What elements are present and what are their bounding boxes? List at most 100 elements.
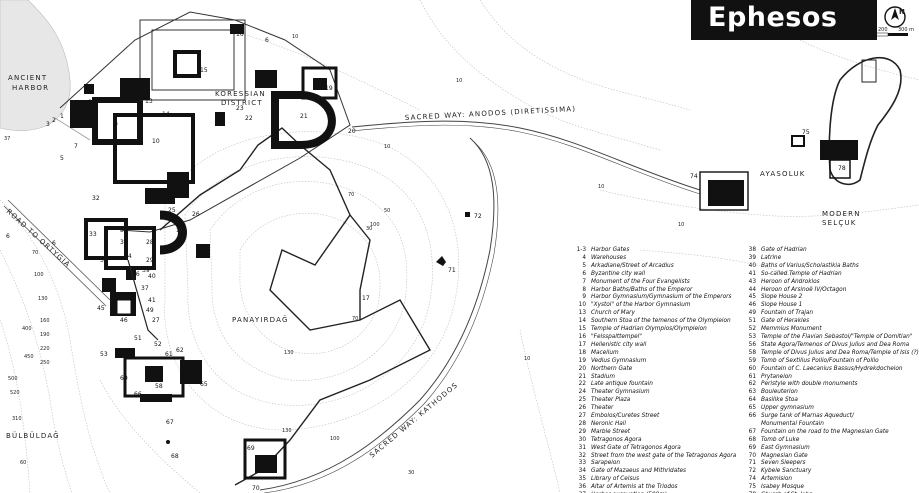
harbor-gymnasium xyxy=(70,19,246,184)
legend-item-number: 41 xyxy=(748,268,756,277)
map-number-label: 52 xyxy=(154,341,162,348)
legend-item-label: Fountain of C. Laecanius Bassus/Hydrekdo… xyxy=(761,363,903,372)
map-number-label: 22 xyxy=(245,115,253,122)
map-number-label: 64 xyxy=(186,371,194,378)
map-number-label: 46 xyxy=(120,317,128,324)
legend-item-label: Kybele Sanctuary xyxy=(761,466,812,475)
contour-elevation-label: 10 xyxy=(384,144,390,150)
legend-item-label: Harbor Gates xyxy=(591,245,630,253)
map-number-label: 63 xyxy=(186,363,194,370)
contour-elevation-label: 500 xyxy=(8,376,18,382)
map-number-label: 6 xyxy=(52,240,56,247)
legend-item-label: Southern Stoa of the temenos of the Olym… xyxy=(591,316,731,325)
scale-label-4: 300 m xyxy=(898,27,914,33)
legend-item-number: 32 xyxy=(578,450,586,459)
label-sacred-way-anodos: SACRED WAY: ANODOS (DIRETISSIMA) xyxy=(405,105,577,122)
map-number-label: 65 xyxy=(200,381,208,388)
legend-item-number: 39 xyxy=(748,252,756,261)
legend-item-number: 37 xyxy=(566,490,586,493)
legend-item-label: Church of St. John xyxy=(761,490,813,493)
scale-label-3: 200 xyxy=(878,27,888,33)
legend-item-label: Vedius Gymnasium xyxy=(591,355,647,364)
legend-item: 24 Theater Gymnasium xyxy=(566,387,736,396)
legend-item-label: Heroon of Arsinoë IV/Octagon xyxy=(761,284,847,293)
legend-item: 78 Church of St. John xyxy=(736,490,919,493)
legend-item-label: So-called Temple of Hadrian xyxy=(761,268,842,277)
legend-item-label: Slope House 2 xyxy=(761,292,803,301)
legend-item-number: 51 xyxy=(748,316,756,325)
contour-elevation-label: 100 xyxy=(330,436,340,442)
label-road-to-ortygia: ROAD TO ORTYGIA xyxy=(5,208,72,270)
map-number-label: 41 xyxy=(148,297,156,304)
harbor-channel xyxy=(54,117,91,141)
legend-item-number: 15 xyxy=(578,324,586,333)
legend-item-number: 71 xyxy=(748,458,756,467)
map-number-label: 39 xyxy=(142,267,150,274)
contour-elevation-label: 10 xyxy=(678,222,684,228)
legend-item-number: 34 xyxy=(578,466,586,475)
legend-item-label: Fountain on the road to the Magnesian Ga… xyxy=(761,426,889,435)
legend-item-label: Temple of the Flavian Sebastoi/"Temple o… xyxy=(761,331,913,340)
legend-item-label: Latrine xyxy=(761,252,782,261)
legend-item-number: 60 xyxy=(748,363,756,372)
contour-elevation-label: 310 xyxy=(12,416,22,422)
legend-item-number: 1-3 xyxy=(576,245,586,253)
hellenistic-wall xyxy=(159,127,431,486)
contour-elevation-label: 130 xyxy=(38,296,48,302)
map-number-label: 16 xyxy=(236,31,244,38)
contour-elevation-label: 100 xyxy=(34,272,44,278)
north-label: N xyxy=(899,8,905,16)
legend-item-label: Late antique fountain xyxy=(591,379,653,388)
map-number-label: 69 xyxy=(247,445,255,452)
contour-elevation-label: 10 xyxy=(598,184,604,190)
map-number-label: 67 xyxy=(166,419,174,426)
legend-item-label: Marble Street xyxy=(591,426,631,435)
contour-elevation-label: 60 xyxy=(20,460,26,466)
legend-item-number: 9 xyxy=(582,292,586,301)
contour-elevation-label: 130 xyxy=(284,350,294,356)
legend-item-number: 43 xyxy=(748,276,756,285)
map-number-label: 71 xyxy=(448,267,456,274)
legend-item-number: 72 xyxy=(748,466,756,475)
contour-elevation-label: 220 xyxy=(40,346,50,352)
legend-item-number: 29 xyxy=(578,426,586,435)
legend-item-label: Neronic Hall xyxy=(591,418,626,427)
legend-item-label: Bouleuterion xyxy=(761,387,798,396)
legend-item-number: 78 xyxy=(736,490,756,493)
map-number-label: 72 xyxy=(474,213,482,220)
map-number-label: 49 xyxy=(146,307,154,314)
legend-item-label: Theater Gymnasium xyxy=(591,387,650,396)
legend-item-number: 26 xyxy=(578,403,586,412)
contour-elevation-label: 50 xyxy=(384,208,390,214)
map-number-label: 36 xyxy=(132,271,140,278)
legend-item-label: Heroon of Androklos xyxy=(761,276,820,285)
legend-item-number: 74 xyxy=(748,474,756,483)
legend-item-label: Arkadiane/Street of Arcadius xyxy=(591,260,674,269)
contour-elevation-label: 520 xyxy=(10,390,20,396)
contour-elevation-label: 70 xyxy=(32,250,38,256)
byzantine-wall xyxy=(59,11,351,233)
contour-elevation-label: 10 xyxy=(456,78,462,84)
label-bulbuldag: BÜLBÜLDAĞ xyxy=(6,431,60,440)
theater xyxy=(159,210,187,255)
legend-item-label: Upper gymnasium xyxy=(761,403,814,412)
legend-item-number: 38 xyxy=(748,245,756,253)
legend-item-number: 24 xyxy=(578,387,586,396)
label-koressian-2: DISTRICT xyxy=(221,99,263,107)
legend-item-label: Stadium xyxy=(591,371,615,380)
legend-item-number: 64 xyxy=(748,395,756,404)
